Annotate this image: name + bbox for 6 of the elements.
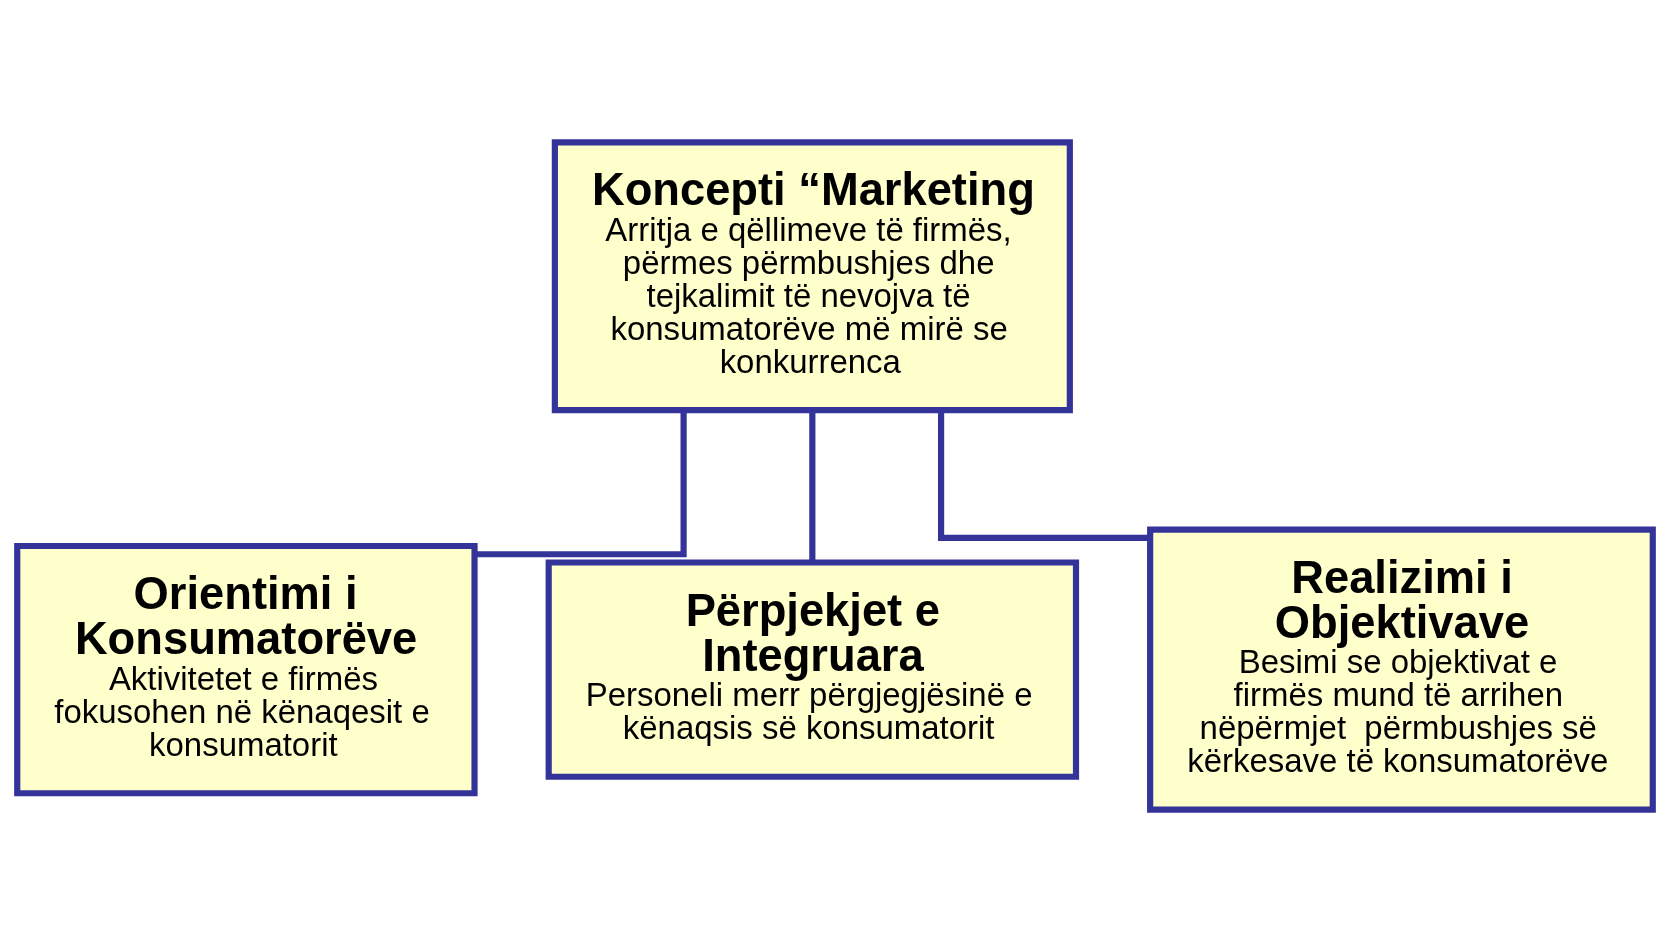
connector <box>937 410 1150 541</box>
connector <box>808 410 815 562</box>
node-box: Realizimi i Objektivave Besimi se objektivat e firmës mund të arrihen nëpërmjet përmbushjes së kërkesave të konsumatorëve <box>1146 525 1656 813</box>
node-box: Përpjekjet e Integruara Personeli merr përgjegjësinë e kënaqsis së konsumatorit <box>545 558 1079 780</box>
node-box: Koncepti “Marketing Arritja e qëllimeve të firmës, përmes përmbushjes dhe tejkalimit të nevojva të konsumatorëve më mirë se konkurrenca <box>551 138 1073 413</box>
node-box: Orientimi i Konsumatorëve Aktivitetet e firmës fokusohen në kënaqesit e konsumatorit <box>13 542 478 796</box>
